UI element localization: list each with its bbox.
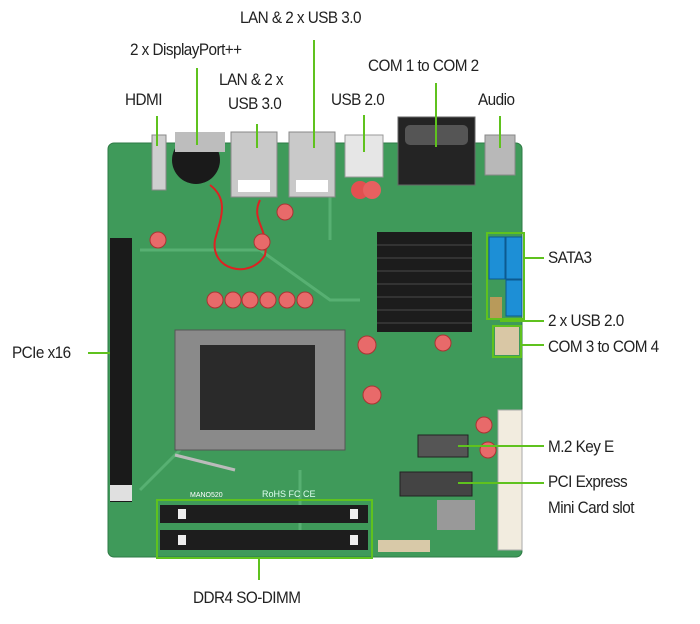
label-pcie-mini-line1: PCI Express (548, 472, 628, 491)
sata-connector (505, 236, 523, 280)
pcie-x16-slot (110, 238, 132, 502)
label-com1-com2: COM 1 to COM 2 (368, 56, 479, 75)
pointer-lines (88, 40, 544, 580)
sata-connector (505, 279, 523, 317)
socket-lever (174, 453, 236, 472)
usb20-header (490, 297, 502, 319)
label-pcie-x16: PCIe x16 (12, 343, 71, 362)
port-label-sticker (238, 180, 270, 192)
highlight-com34 (492, 325, 522, 358)
label-hdmi: HDMI (125, 90, 162, 109)
label-com3-com4: COM 3 to COM 4 (548, 337, 659, 356)
buzzer-cable (209, 184, 267, 271)
board-model-text: MANO520 (190, 492, 223, 499)
port-label-sticker (296, 180, 328, 192)
connector (378, 540, 430, 552)
usb20-port (344, 134, 384, 178)
com-header (495, 325, 519, 355)
label-displayport: 2 x DisplayPort++ (130, 40, 242, 59)
so-dimm-slot-1 (160, 505, 368, 523)
power-connector (497, 409, 523, 551)
sim-slot (437, 500, 475, 530)
highlight-sata (486, 232, 525, 320)
capacitors (149, 203, 497, 459)
audio-jack (484, 134, 516, 176)
displayport-connector (175, 132, 225, 152)
label-pcie-mini-line2: Mini Card slot (548, 498, 635, 517)
board-certification-marks: RoHS FC CE (262, 489, 316, 499)
so-dimm-slot-2 (160, 530, 368, 550)
label-ddr4: DDR4 SO-DIMM (193, 588, 301, 607)
label-audio: Audio (478, 90, 515, 109)
hdmi-port (151, 134, 167, 191)
label-lan-usb30-left-line1: LAN & 2 x (219, 70, 284, 89)
highlight-dimm (156, 499, 373, 559)
label-usb20-internal: 2 x USB 2.0 (548, 311, 624, 330)
sata-connector (488, 236, 506, 280)
chipset-heatsink (377, 232, 472, 332)
label-lan-usb30-top: LAN & 2 x USB 3.0 (240, 8, 361, 27)
label-usb20-rear: USB 2.0 (331, 90, 385, 109)
label-sata3: SATA3 (548, 248, 592, 267)
pcb-traces (138, 160, 360, 540)
label-lan-usb30-left-line2: USB 3.0 (228, 94, 282, 113)
label-m2-key-e: M.2 Key E (548, 437, 614, 456)
